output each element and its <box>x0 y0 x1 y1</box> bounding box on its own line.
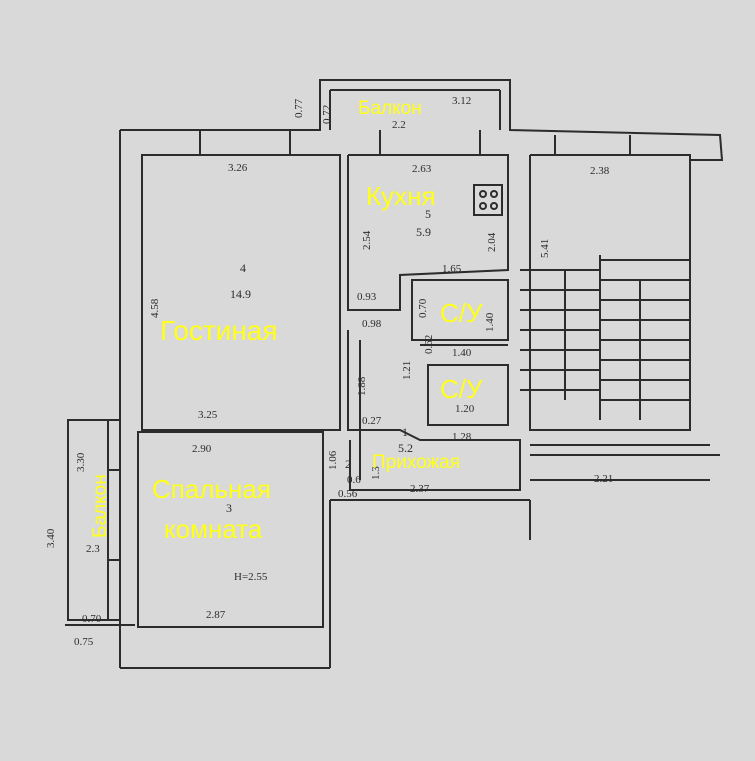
dim-1-40a: 1.40 <box>484 312 496 332</box>
bathroom-2-label: С/У <box>440 374 483 404</box>
dim-2-87: 2.87 <box>206 609 226 621</box>
room-1-number: 1 <box>402 425 408 439</box>
dim-2-37: 2.37 <box>410 483 430 495</box>
dim-2-54: 2.54 <box>361 230 373 250</box>
dim-2-2: 2.2 <box>392 119 406 131</box>
dim-2-63: 2.63 <box>412 163 432 175</box>
room-5-number: 5 <box>425 207 431 221</box>
dim-1-06: 1.06 <box>327 450 339 470</box>
room-4-number: 4 <box>240 261 246 275</box>
dim-4-58: 4.58 <box>149 298 161 318</box>
dim-2-04: 2.04 <box>486 232 498 252</box>
dim-0-27: 0.27 <box>362 415 382 427</box>
dim-2-21: 2.21 <box>594 473 613 485</box>
dim-0-56: 0.56 <box>338 488 358 500</box>
dim-2-90: 2.90 <box>192 443 212 455</box>
dim-3-40: 3.40 <box>45 528 57 548</box>
dim-5-41: 5.41 <box>539 239 551 258</box>
dim-0-70: 0.70 <box>417 298 429 318</box>
dim-2-38: 2.38 <box>590 165 610 177</box>
dim-0-98: 0.98 <box>362 318 382 330</box>
dim-3-30: 3.30 <box>75 452 87 472</box>
dim-1-21: 1.21 <box>401 361 413 380</box>
dim-0-93: 0.93 <box>357 291 377 303</box>
dim-0-70b: 0.70 <box>82 613 102 625</box>
room-2-number: 2 <box>345 457 351 471</box>
balcony-top-label: Балкон <box>358 98 422 119</box>
dim-1-3: 1.3 <box>370 466 382 480</box>
bedroom-label-line2: комната <box>164 514 263 544</box>
dim-3-12: 3.12 <box>452 95 471 107</box>
dim-0-72: 0.72 <box>321 105 333 124</box>
room-4-area: 14.9 <box>230 287 251 301</box>
balcony-left-label: Балкон <box>90 474 111 538</box>
dim-1-20: 1.20 <box>455 403 475 415</box>
dim-1-65: 1.65 <box>442 263 462 275</box>
room-5-area: 5.9 <box>416 225 431 239</box>
kitchen-label: Кухня <box>366 181 436 211</box>
dim-0-62: 0.62 <box>423 335 435 354</box>
dim-0-75: 0.75 <box>74 636 94 648</box>
ceiling-height: H=2.55 <box>234 571 268 583</box>
bedroom-label-line1: Спальная <box>152 474 271 504</box>
hallway-label: Прихожая <box>372 452 460 473</box>
bathroom-1-label: С/У <box>440 298 483 328</box>
room-3-number: 3 <box>226 501 232 515</box>
dim-0-6: 0.6 <box>347 474 361 486</box>
dim-1-40b: 1.40 <box>452 347 472 359</box>
walls <box>65 79 724 669</box>
dim-2-3: 2.3 <box>86 543 100 555</box>
dim-0-77: 0.77 <box>293 98 305 118</box>
dim-1-28: 1.28 <box>452 431 472 443</box>
room-1-area: 5.2 <box>398 441 413 455</box>
living-room-label: Гостиная <box>160 315 278 346</box>
dim-1-88: 1.88 <box>356 376 368 396</box>
dim-3-26: 3.26 <box>228 162 248 174</box>
dim-3-25: 3.25 <box>198 409 218 421</box>
